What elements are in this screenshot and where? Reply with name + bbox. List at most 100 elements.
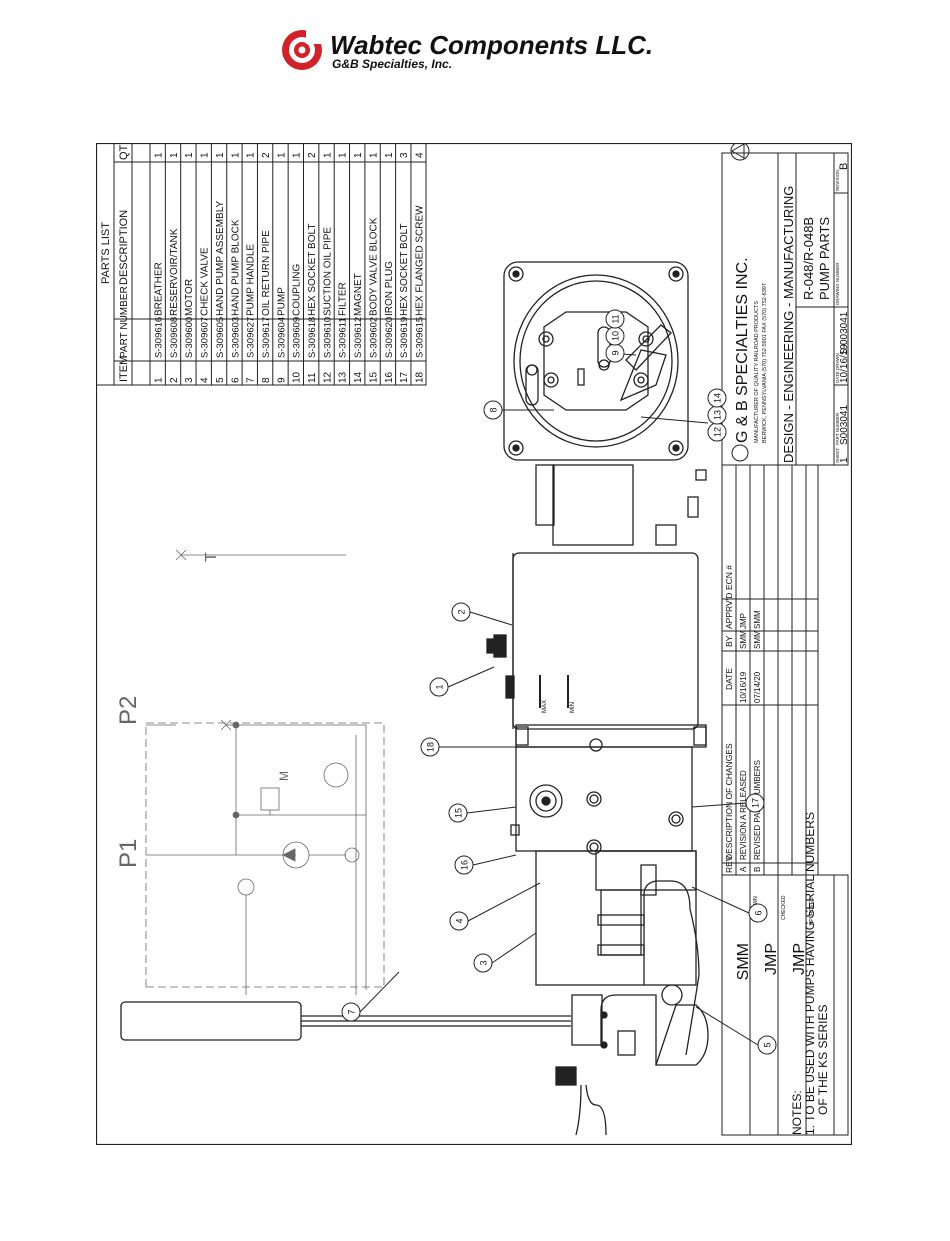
callout-label: 15 bbox=[454, 808, 464, 818]
callout-15: 15 bbox=[448, 803, 468, 823]
parts-list-header-desc: DESCRIPTION bbox=[118, 210, 130, 285]
parts-description-cell: FILTER bbox=[338, 282, 349, 316]
parts-description-cell: MOTOR bbox=[184, 279, 195, 316]
drawing-number-value: S-003041 bbox=[839, 311, 850, 355]
drawn-value: SMM bbox=[735, 943, 752, 980]
parts-item-cell: 18 bbox=[414, 371, 425, 383]
parts-item-cell: 14 bbox=[353, 371, 364, 383]
callout-9: 9 bbox=[605, 343, 625, 363]
callout-label: 2 bbox=[457, 609, 467, 614]
callout-label: 14 bbox=[713, 393, 723, 403]
parts-item-cell: 11 bbox=[307, 372, 318, 383]
parts-item-cell: 1 bbox=[154, 377, 165, 383]
parts-qty-cell: 1 bbox=[246, 152, 257, 158]
parts-list-header-part: PART NUMBER bbox=[119, 286, 130, 358]
part-number-label: PART NUMBER bbox=[835, 412, 840, 445]
rev-header-by: BY bbox=[724, 635, 734, 647]
schematic-label-p2: P2 bbox=[115, 696, 142, 725]
callout-18: 18 bbox=[420, 737, 440, 757]
revision-cell: SMM bbox=[739, 630, 748, 649]
callout-label: 18 bbox=[426, 742, 436, 752]
parts-qty-cell: 1 bbox=[368, 152, 379, 158]
parts-description-cell: HAND PUMP BLOCK bbox=[230, 219, 241, 316]
parts-number-cell: S-309615 bbox=[414, 317, 425, 358]
parts-qty-cell: 4 bbox=[414, 152, 425, 158]
parts-description-cell: BODY VALVE BLOCK bbox=[368, 217, 379, 316]
parts-description-cell: PUMP HANDLE bbox=[246, 244, 257, 316]
rev-header-date: DATE bbox=[724, 668, 734, 690]
parts-qty-cell: 1 bbox=[169, 152, 180, 158]
parts-qty-cell: 1 bbox=[230, 152, 241, 158]
parts-list-header-qty: QTY bbox=[118, 143, 130, 160]
parts-list-table: PARTS LIST ITEM PART NUMBER DESCRIPTION … bbox=[96, 143, 427, 386]
parts-number-cell: S-309619 bbox=[399, 317, 410, 358]
callout-13: 13 bbox=[707, 405, 727, 425]
revision-cell: JMP bbox=[739, 613, 748, 629]
callout-label: 4 bbox=[455, 918, 465, 923]
parts-item-cell: 4 bbox=[200, 377, 211, 383]
parts-number-cell: S-309609 bbox=[292, 317, 303, 358]
parts-description-cell: RESERVOIR/TANK bbox=[169, 228, 180, 316]
gb-triangle-icon bbox=[730, 143, 750, 462]
callout-2: 2 bbox=[451, 602, 471, 622]
approved-value: JMP bbox=[791, 943, 808, 975]
parts-number-cell: S-309617 bbox=[261, 317, 272, 358]
parts-description-cell: SUCTION OIL PIPE bbox=[322, 227, 333, 316]
drawing-sheet: PARTS LIST ITEM PART NUMBER DESCRIPTION … bbox=[96, 143, 852, 1145]
callout-label: 12 bbox=[713, 427, 723, 437]
tank-max-mark: MAX bbox=[542, 700, 548, 713]
parts-item-cell: 7 bbox=[246, 377, 257, 383]
note-1: 1. TO BE USED WITH PUMPS HAVING SERIAL N… bbox=[803, 812, 817, 1135]
callout-6: 6 bbox=[748, 903, 768, 923]
company-address: BERWICK, PENNSYLVANIA (570) 752-5901 FAX… bbox=[762, 283, 768, 443]
revision-cell: SMM bbox=[753, 610, 762, 629]
parts-qty-cell: 1 bbox=[154, 152, 165, 158]
company-title: G & B SPECIALTIES INC. bbox=[734, 257, 751, 443]
parts-qty-cell: 1 bbox=[184, 152, 195, 158]
parts-qty-cell: 1 bbox=[353, 152, 364, 158]
parts-item-cell: 12 bbox=[322, 371, 333, 383]
parts-description-cell: IRON PLUG bbox=[384, 261, 395, 316]
parts-item-cell: 8 bbox=[261, 377, 272, 383]
hydraulic-schematic: P1 P2 T M bbox=[115, 549, 385, 995]
parts-item-cell: 16 bbox=[384, 371, 395, 383]
parts-number-cell: S-309602 bbox=[368, 317, 379, 358]
drawing-title-1: R-048/R-048B bbox=[801, 217, 816, 300]
parts-item-cell: 2 bbox=[169, 377, 180, 383]
company-subtitle: G&B Specialties, Inc. bbox=[332, 57, 452, 71]
parts-description-cell: HEX FLANGED SCREW bbox=[414, 205, 425, 316]
parts-description-cell: COUPLING bbox=[292, 264, 303, 316]
schematic-label-t: T bbox=[203, 552, 220, 562]
parts-list-title: PARTS LIST bbox=[100, 222, 112, 284]
parts-qty-cell: 1 bbox=[384, 152, 395, 158]
callout-4: 4 bbox=[449, 911, 469, 931]
rev-header-rev: REV bbox=[724, 855, 734, 873]
approved-label: APPROVED bbox=[809, 897, 815, 925]
callout-label: 11 bbox=[611, 314, 621, 323]
notes-title: NOTES: bbox=[790, 1090, 804, 1135]
parts-qty-cell: 1 bbox=[322, 152, 333, 158]
drawing-number-label: DRAWING NUMBER bbox=[835, 262, 840, 305]
parts-item-cell: 3 bbox=[184, 377, 195, 383]
schematic-motor-symbol: M bbox=[277, 771, 291, 781]
parts-number-cell: S-309607 bbox=[200, 317, 211, 358]
sheet-label: SHEET bbox=[835, 448, 840, 463]
parts-description-cell: OIL RETURN PIPE bbox=[261, 230, 272, 316]
parts-qty-cell: 1 bbox=[338, 152, 349, 158]
revision-cell: REVISION A RELEASED bbox=[739, 770, 748, 860]
parts-qty-cell: 2 bbox=[307, 152, 318, 158]
checked-label: CHECKED bbox=[781, 895, 787, 920]
parts-description-cell: HAND PUMP ASSEMBLY bbox=[215, 200, 226, 316]
revision-cell: 10/16/19 bbox=[739, 671, 748, 703]
parts-number-cell: S-309603 bbox=[230, 317, 241, 358]
parts-qty-cell: 3 bbox=[399, 152, 410, 158]
rev-header-apprvd: APPRV'D bbox=[724, 593, 734, 629]
callout-label: 3 bbox=[479, 960, 489, 965]
company-name: Wabtec Components LLC. bbox=[330, 30, 653, 60]
date-value: 10/16/19 bbox=[839, 344, 850, 383]
pump-side-view: MAX MIN bbox=[120, 552, 709, 1136]
wabtec-logo: Wabtec Components LLC. G&B Specialties, … bbox=[282, 30, 653, 71]
callout-label: 9 bbox=[611, 350, 621, 355]
checked-value: JMP bbox=[763, 943, 780, 975]
callout-11: 11 bbox=[605, 309, 625, 329]
